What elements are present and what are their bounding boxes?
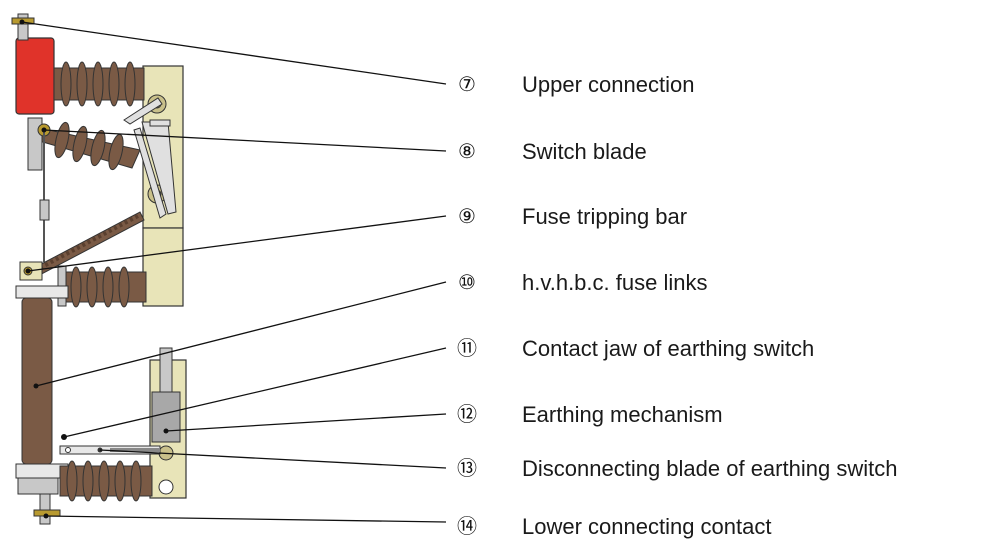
upper-contact-housing (15, 37, 55, 115)
middle-insulator (57, 265, 147, 308)
leader-lines (21, 21, 447, 523)
leader-10 (35, 281, 447, 387)
callout-number-11: ⑪ (457, 336, 477, 360)
callout-label-fuse-links: h.v.h.b.c. fuse links (522, 270, 708, 295)
leader-7 (21, 21, 447, 85)
callout-label-switch-blade: Switch blade (522, 139, 647, 164)
callout-number-13: ⑬ (457, 456, 477, 480)
callout-number-14: ⑭ (457, 514, 477, 538)
callout-number-7: ⑦ (458, 72, 476, 96)
callout-label-upper-connection: Upper connection (522, 72, 695, 97)
operating-linkage (123, 94, 177, 219)
leader-12 (165, 413, 447, 432)
earthing-mechanism (151, 347, 181, 495)
leader-9 (27, 215, 447, 272)
callout-number-8: ⑧ (458, 139, 476, 163)
lower-insulator (59, 460, 153, 502)
upper-insulator (53, 61, 145, 107)
leader-14 (45, 515, 447, 523)
leader-8 (43, 129, 447, 152)
leader-11 (63, 347, 447, 438)
callout-number-12: ⑫ (457, 402, 477, 426)
middle-support-frame (142, 227, 184, 307)
callout-label-disconnecting-blade: Disconnecting blade of earthing switch (522, 456, 898, 481)
leader-13 (99, 449, 447, 469)
callout-label-earthing-mechanism: Earthing mechanism (522, 402, 723, 427)
callout-label-contact-jaw: Contact jaw of earthing switch (522, 336, 815, 361)
callout-label-fuse-tripping-bar: Fuse tripping bar (522, 204, 688, 229)
callout-number-10: ⑩ (458, 270, 476, 294)
fuse-link (15, 285, 69, 495)
callout-number-9: ⑨ (458, 204, 476, 228)
callout-label-lower-connecting-contact: Lower connecting contact (522, 514, 772, 539)
lower-connecting-terminal (33, 493, 61, 525)
upper-connection-terminal (17, 13, 29, 41)
